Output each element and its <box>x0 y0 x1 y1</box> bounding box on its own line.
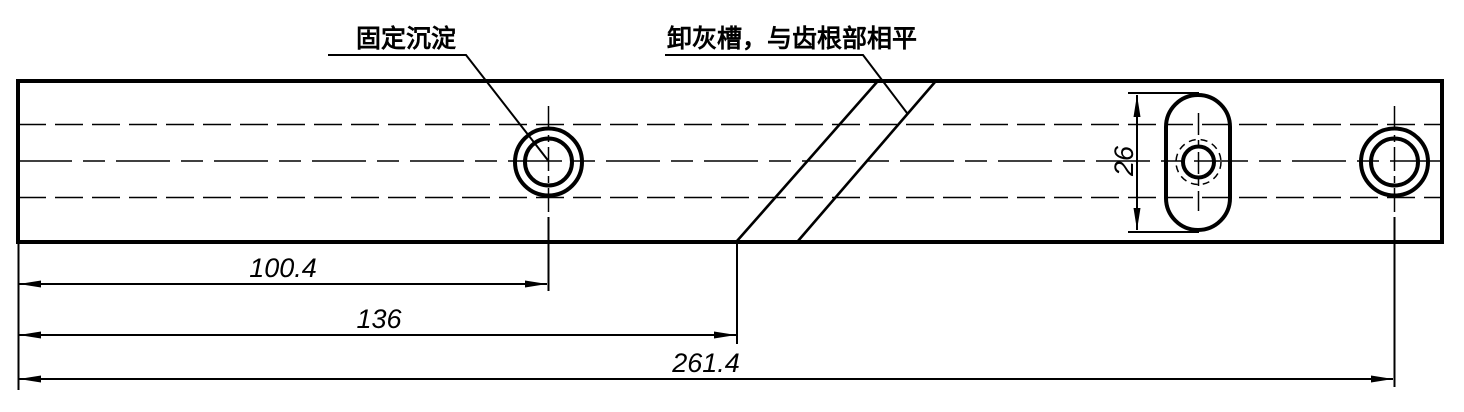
right-counterbore-hole <box>1359 106 1430 215</box>
dim136-value: 136 <box>356 304 402 334</box>
callout-fixed-counterbore: 固定沉淀 <box>328 24 550 162</box>
dimension-hole2-offset: 261.4 <box>19 348 1393 383</box>
slot-obround-outline <box>1164 93 1232 232</box>
dimension-groove-offset: 136 <box>19 304 736 339</box>
callout-ash-groove-text: 卸灰槽，与齿根部相平 <box>667 24 917 53</box>
callout-ash-groove: 卸灰槽，与齿根部相平 <box>665 24 917 114</box>
dim100-value: 100.4 <box>249 253 317 283</box>
extension-lines <box>17 217 1396 390</box>
dim136-arrow-right <box>714 331 736 339</box>
slotted-hole <box>1164 93 1232 232</box>
groove-edge-line-1 <box>736 81 878 242</box>
callout-fixed-counterbore-leader <box>328 54 550 162</box>
ash-groove <box>736 81 936 242</box>
dimension-slot-height: 26 <box>1109 92 1199 233</box>
callout-fixed-counterbore-text: 固定沉淀 <box>356 24 457 53</box>
dim26-value: 26 <box>1109 145 1139 177</box>
left-counterbore-hole <box>513 106 584 216</box>
dim26-arrow-down <box>1133 208 1141 230</box>
dim100-arrow-left <box>19 280 41 288</box>
dim100-arrow-right <box>525 280 547 288</box>
dim261-value: 261.4 <box>671 348 740 378</box>
dim261-arrow-left <box>19 375 41 383</box>
groove-edge-line-2 <box>797 81 936 242</box>
dimension-hole1-offset: 100.4 <box>19 253 547 288</box>
slot-hidden-circle <box>1175 138 1222 186</box>
callout-ash-groove-leader <box>665 54 908 114</box>
dim136-arrow-left <box>19 331 41 339</box>
dim261-arrow-right <box>1371 375 1393 383</box>
dim26-arrow-up <box>1133 95 1141 117</box>
part-body <box>16 79 1444 244</box>
